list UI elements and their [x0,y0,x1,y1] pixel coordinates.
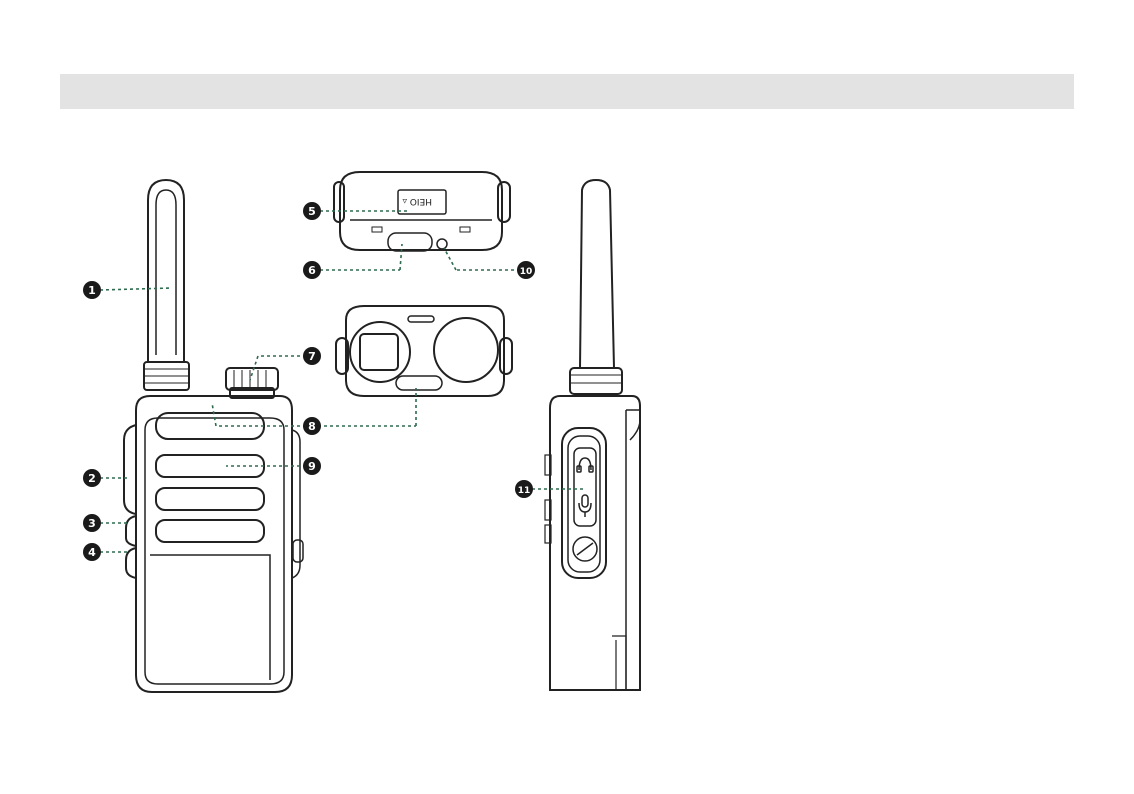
callout-3: 3 [83,514,101,532]
speaker-grille [156,455,264,542]
side-view [545,180,640,690]
svg-text:3: 3 [88,517,96,530]
svg-text:11: 11 [518,486,531,496]
callout-6: 6 [303,261,321,279]
led-indicator [156,413,264,439]
top-screw [437,239,447,249]
front-view [124,180,303,692]
side-button-ptt [124,425,136,514]
svg-text:9: 9 [308,460,316,473]
svg-text:10: 10 [520,267,533,277]
callout-5: 5 [303,202,321,220]
side-antenna [580,180,614,368]
callout-11: 11 [515,480,533,498]
antenna [144,180,189,390]
svg-text:2: 2 [88,472,96,485]
svg-text:7: 7 [308,350,316,363]
callout-8: 8 [303,417,321,435]
side-button-lower [126,548,136,578]
svg-text:8: 8 [308,420,316,433]
top-label-text: ΗΕΙΟ ▵ [402,196,432,206]
svg-text:5: 5 [308,205,316,218]
leader-lines [100,211,585,552]
side-button-upper [126,516,136,546]
top-view [334,172,510,251]
svg-text:6: 6 [308,264,316,277]
knob-socket [434,318,498,382]
front-body [136,396,292,692]
callout-4: 4 [83,543,101,561]
microphone-icon [579,495,591,517]
top-control-view [336,306,512,396]
callout-10: 10 [517,261,535,279]
svg-text:1: 1 [88,284,96,297]
callout-2: 2 [83,469,101,487]
headphone-icon [577,458,593,472]
callout-1: 1 [83,281,101,299]
callout-9: 9 [303,457,321,475]
top-latch [388,233,432,251]
callout-7: 7 [303,347,321,365]
svg-text:4: 4 [88,546,96,559]
volume-knob [226,368,278,398]
